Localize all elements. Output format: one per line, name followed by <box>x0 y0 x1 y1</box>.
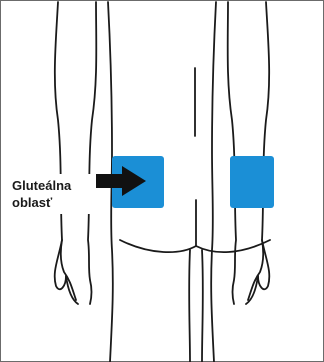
right-torso-side <box>211 2 216 362</box>
left-leg-inner-edge <box>189 250 190 362</box>
left-arm-inner-edge <box>88 2 96 304</box>
left-hand-thumb <box>55 240 66 289</box>
right-arm-inner-edge <box>228 2 236 304</box>
gluteal-label-line-1: Gluteálna <box>12 178 72 193</box>
right-gluteal-region <box>230 156 274 208</box>
arrow-shaft <box>96 174 124 188</box>
right-hand-thumb <box>258 240 269 289</box>
left-gluteal-fold <box>120 240 196 252</box>
right-gluteal-fold <box>196 240 270 252</box>
right-leg-inner-edge <box>202 250 203 362</box>
gluteal-label-line-2: oblasť <box>12 195 53 210</box>
